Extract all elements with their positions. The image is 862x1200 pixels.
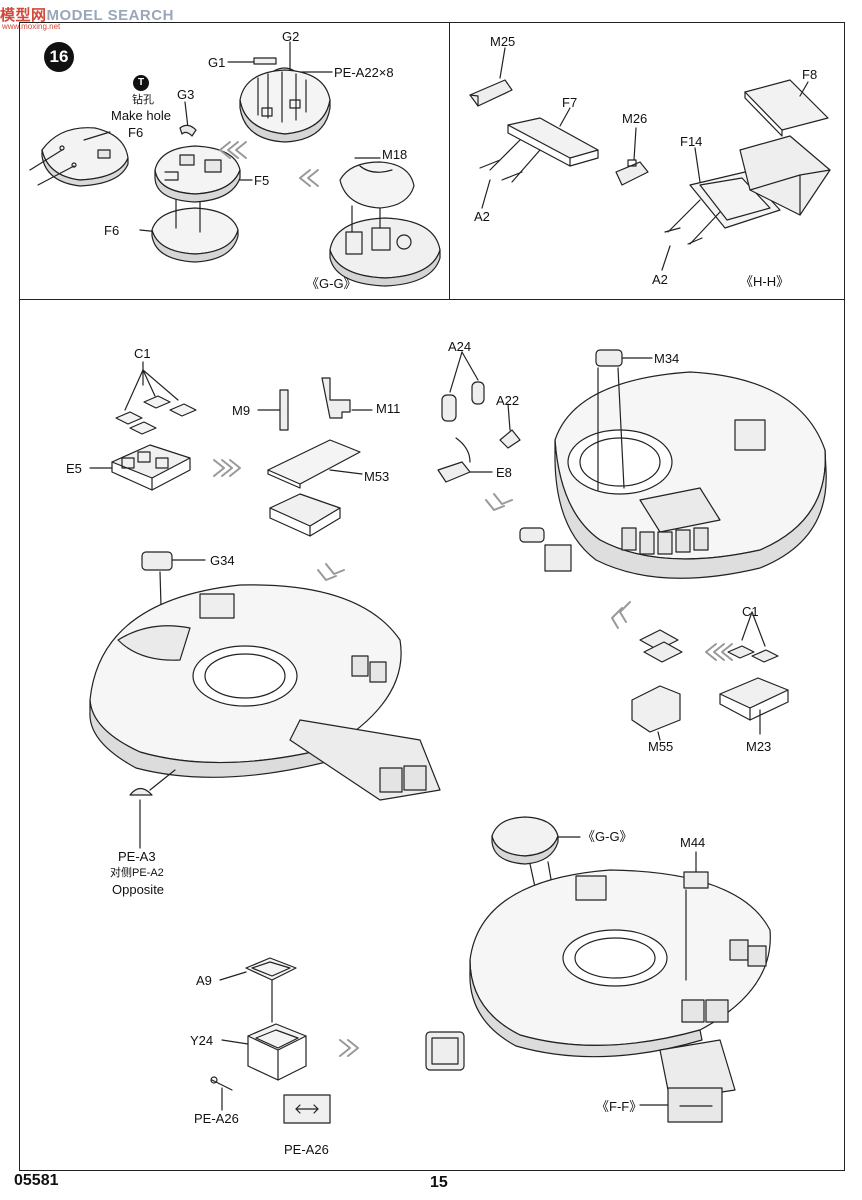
part-f8-drawing (744, 79, 829, 137)
label-a9: A9 (196, 973, 212, 988)
part-e5-drawing (111, 444, 191, 491)
part-m26-drawing (615, 159, 649, 186)
part-m18-drawing (329, 161, 441, 287)
part-box-left-drawing (425, 1031, 465, 1071)
label-c1-right: C1 (742, 604, 759, 619)
turret-left-drawing (89, 584, 441, 801)
panel-main (19, 299, 845, 1171)
label-f6-top: F6 (128, 125, 144, 140)
label-g1: G1 (208, 55, 226, 70)
part-c1-left-drawing (115, 395, 197, 435)
label-a2-left: A2 (474, 209, 490, 224)
drill-symbol-icon: T (133, 75, 149, 91)
part-f5-drawing (154, 145, 241, 203)
part-a24-drawing (441, 381, 485, 422)
label-make-hole: Make hole (111, 108, 171, 123)
part-y24-drawing (247, 1023, 307, 1081)
turret-upper-right-drawing (519, 371, 827, 579)
part-m55-drawing (631, 629, 683, 733)
label-e8: E8 (496, 465, 512, 480)
label-f8: F8 (802, 67, 818, 82)
part-m53-drawing (267, 439, 361, 489)
label-f14: F14 (680, 134, 703, 149)
turret-lower-right-drawing (469, 869, 771, 1123)
watermark: 模型网MODEL SEARCH (0, 7, 174, 24)
part-pe-a26-detail-drawing (283, 1094, 331, 1124)
label-pe-a26-1: PE-A26 (194, 1111, 239, 1126)
part-f7-drawing (507, 117, 599, 167)
label-a22: A22 (496, 393, 520, 408)
part-box-drawing (739, 135, 831, 216)
product-code: 05581 (14, 1172, 59, 1189)
part-g34-drawing (141, 551, 173, 571)
label-m18: M18 (382, 147, 408, 162)
label-m53: M53 (364, 469, 390, 484)
part-m23-drawing (719, 677, 789, 721)
part-m25-drawing (469, 79, 513, 107)
label-y24: Y24 (190, 1033, 214, 1048)
label-m55: M55 (648, 739, 674, 754)
label-hh-section: 《H-H》 (740, 274, 790, 289)
watermark-url: www.moxing.net (2, 22, 61, 31)
label-ff-ref: 《F-F》 (596, 1099, 643, 1114)
label-m44: M44 (680, 835, 706, 850)
label-m11: M11 (376, 401, 401, 416)
label-pe-a26-2: PE-A26 (284, 1142, 329, 1157)
label-f6-bottom: F6 (104, 223, 120, 238)
part-e8-drawing (437, 437, 471, 483)
label-gg-section: 《G-G》 (306, 276, 357, 291)
label-c1-left: C1 (134, 346, 151, 361)
part-m11-drawing (321, 377, 351, 419)
label-g3: G3 (177, 87, 195, 102)
label-m34: M34 (654, 351, 680, 366)
label-opposite: Opposite (112, 882, 165, 897)
label-m25: M25 (490, 34, 516, 49)
label-m26: M26 (622, 111, 648, 126)
part-gg-assembly-small-drawing (491, 816, 559, 865)
label-m23: M23 (746, 739, 772, 754)
step-number-badge: 16 (44, 42, 74, 72)
part-f6-top-drawing (29, 127, 129, 187)
label-m9: M9 (232, 403, 251, 418)
label-gg-ref: 《G-G》 (582, 829, 633, 844)
part-a9-drawing (245, 957, 297, 981)
label-opposite-cn: 对侧PE-A2 (110, 867, 164, 879)
label-g34: G34 (210, 553, 235, 568)
label-pe-a3: PE-A3 (118, 849, 156, 864)
label-a24: A24 (448, 339, 472, 354)
label-a2-right: A2 (652, 272, 668, 287)
label-e5: E5 (66, 461, 82, 476)
part-m9-drawing (279, 389, 289, 431)
label-drill-cn: 钻孔 (132, 94, 154, 106)
part-g2-ring-drawing (239, 69, 331, 143)
page-number: 15 (430, 1174, 448, 1191)
part-f6-bottom-drawing (151, 199, 239, 263)
label-g2: G2 (282, 29, 300, 44)
label-pe-a22: PE-A22×8 (334, 65, 394, 80)
label-f5: F5 (254, 173, 270, 188)
label-f7: F7 (562, 95, 578, 110)
